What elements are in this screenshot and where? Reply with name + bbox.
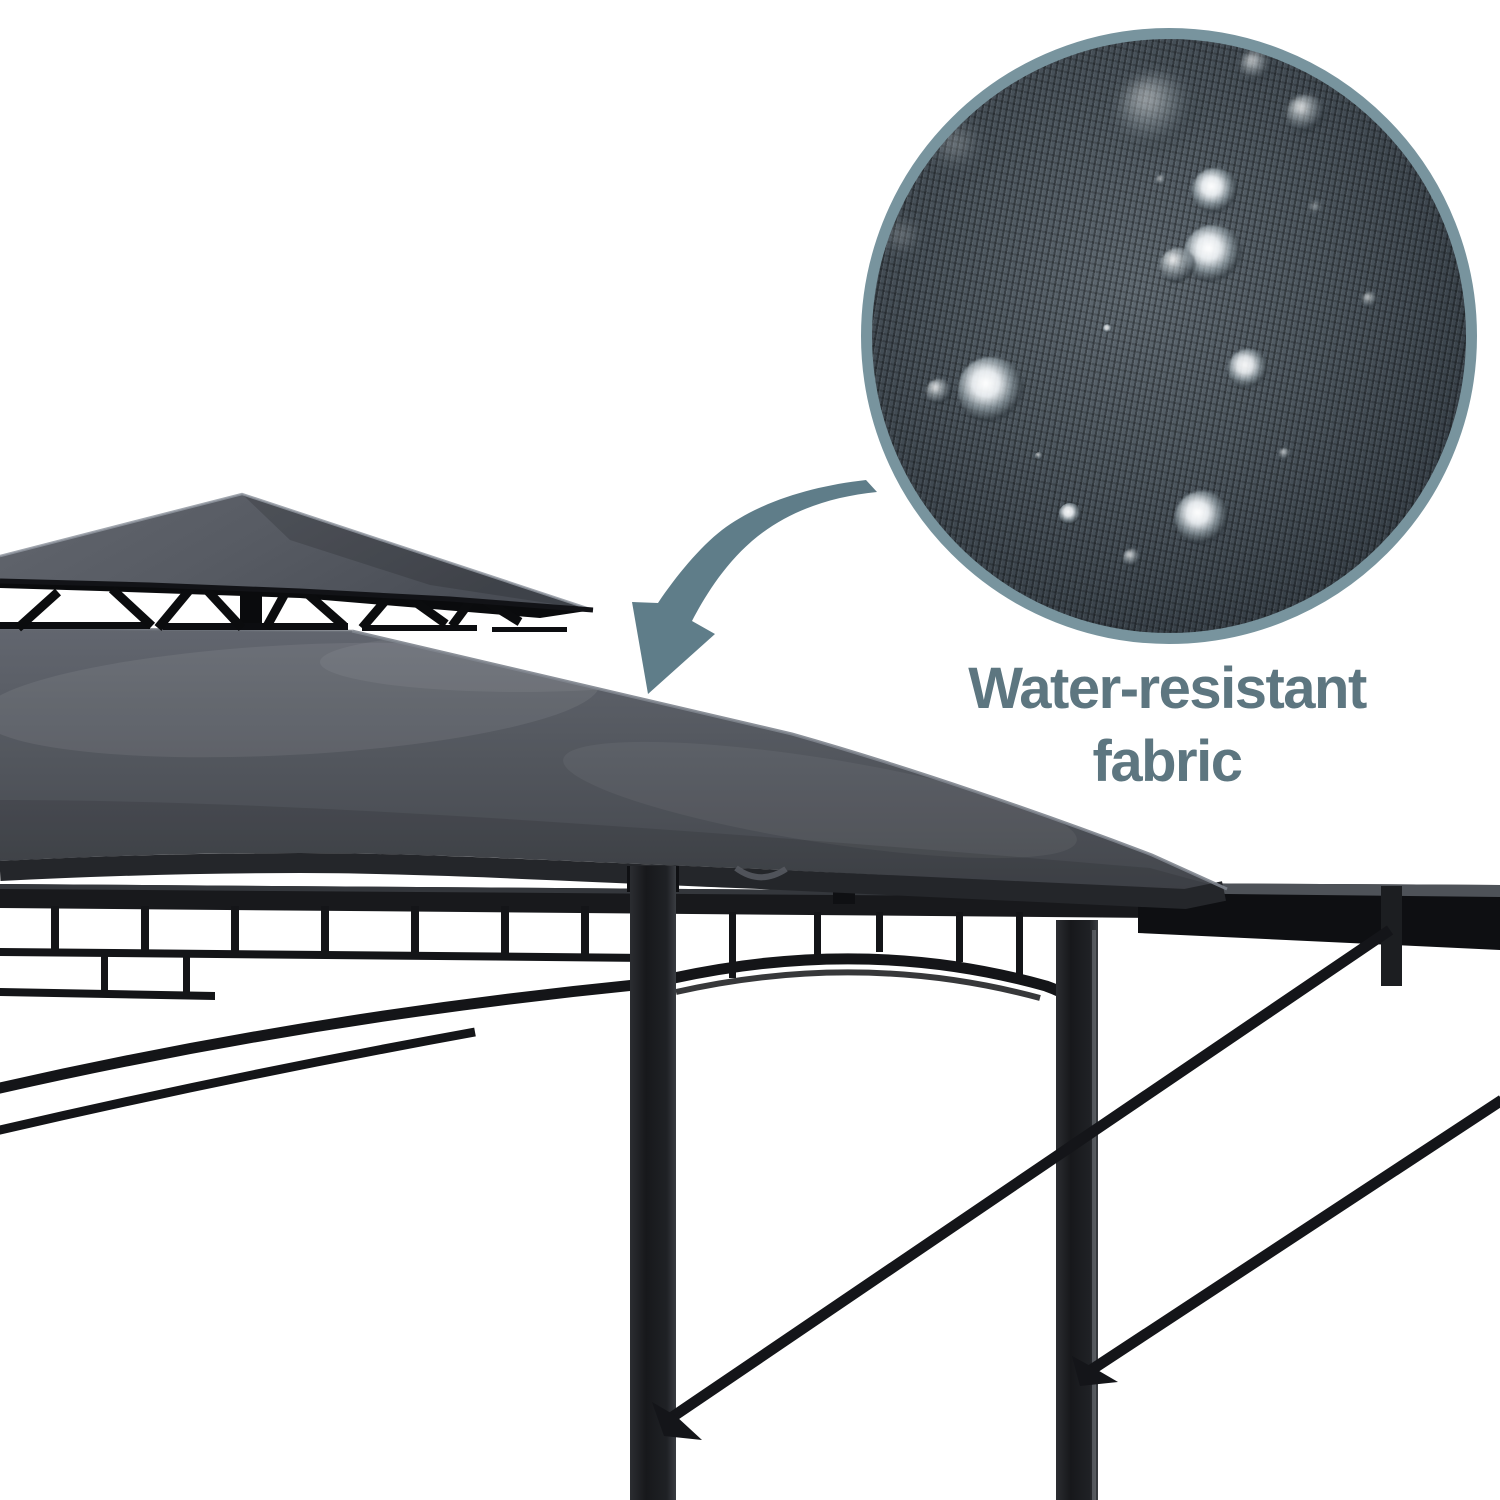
water-droplet [1123,549,1141,567]
water-droplet [958,357,1024,423]
water-droplet [1035,452,1043,460]
left-post [627,866,679,1500]
water-droplet [1228,349,1268,389]
water-droplet [1310,202,1322,214]
right-post [1056,920,1098,1500]
caption-line-2: fabric [1092,729,1243,794]
canopy-hem [0,852,1227,910]
fabric-texture [872,39,1466,633]
diagonal-braces [652,925,1500,1440]
water-droplet [1241,51,1271,81]
water-droplet [1059,503,1081,525]
lattice-left-bay [0,906,656,1135]
water-droplet [1279,448,1291,460]
water-droplet [938,128,982,172]
fabric-closeup-inset [861,28,1477,644]
water-droplet [1102,323,1112,333]
water-droplet [1156,175,1166,185]
water-droplet [1120,75,1194,149]
top-tier-canopy [0,492,594,613]
water-droplet [1175,491,1229,545]
main-canopy [0,626,1228,910]
caption-line-1: Water-resistant [968,656,1367,721]
side-awning [1138,883,1500,986]
water-droplet [888,223,922,257]
water-droplet [926,379,952,405]
water-droplet [1160,248,1196,284]
feature-caption: Water-resistant fabric [867,652,1467,798]
awning-bracket [1381,886,1402,986]
water-droplet [1287,95,1325,133]
water-droplet [1192,168,1238,214]
water-droplet [1362,292,1378,308]
